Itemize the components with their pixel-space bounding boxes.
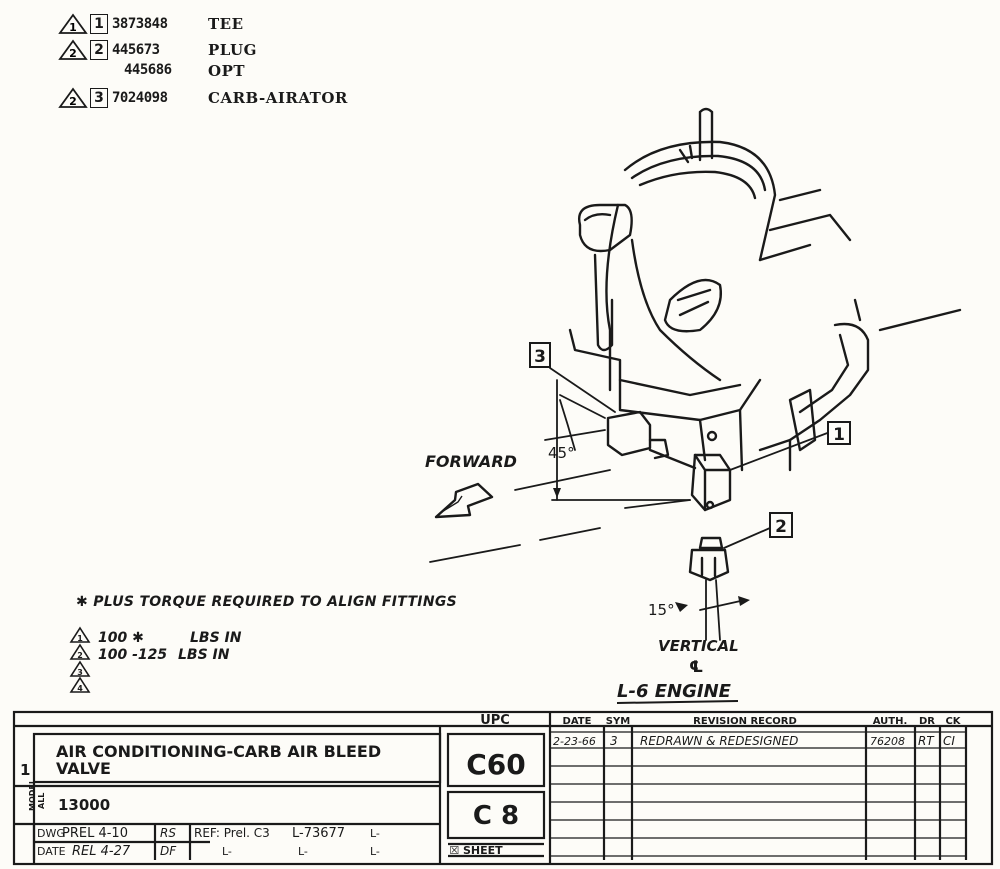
model-label: MODEL: [28, 779, 37, 811]
date-initials: DF: [160, 844, 177, 858]
parts-row-2: 2 2 445673: [58, 38, 160, 62]
svg-text:1: 1: [77, 634, 83, 643]
section-number: 1: [20, 761, 30, 779]
carburetor-diagram: 3 1 2 FORWARD 45° 15° VERTICAL ℄ L-6 ENG…: [425, 107, 962, 704]
model-all: ALL: [37, 793, 46, 809]
rev-ck: CI: [943, 734, 955, 748]
parts-row-1: 1 1 3873848: [58, 12, 168, 36]
item-number-box: 2: [90, 40, 108, 60]
date-label: DATE: [37, 845, 66, 858]
rev-sym-header: SYM: [606, 716, 630, 727]
svg-text:L-: L-: [298, 845, 308, 858]
forward-arrow-icon: [434, 482, 494, 519]
rev-sym: 3: [610, 734, 618, 748]
dwg-initials: RS: [160, 826, 176, 840]
drawing-title-line2: VALVE: [56, 759, 111, 778]
rev-dr: RT: [918, 734, 935, 748]
revision-triangle-icon: 1: [58, 13, 88, 34]
part-number: 7024098: [112, 90, 168, 106]
part-number: 445673: [112, 42, 160, 58]
c-value: C 8: [473, 801, 519, 831]
upc-header: UPC: [480, 713, 510, 728]
torque-note: ✱ PLUS TORQUE REQUIRED TO ALIGN FITTINGS: [76, 594, 458, 610]
forward-label: FORWARD: [425, 452, 517, 471]
upc-value: C60: [466, 748, 526, 781]
part-name: PLUG: [208, 41, 257, 59]
rev-date-header: DATE: [563, 716, 592, 727]
parts-row-3: 2 3 7024098: [58, 86, 168, 110]
part-number: 3873848: [112, 16, 168, 32]
centerline-symbol: ℄: [689, 657, 703, 676]
callout-1: 1: [833, 425, 845, 445]
callout-2: 2: [775, 517, 787, 537]
dwg-value: PREL 4-10: [62, 826, 128, 841]
svg-text:2: 2: [77, 651, 83, 660]
svg-text:4: 4: [77, 684, 83, 693]
revision-triangle-icon: 2: [58, 87, 88, 108]
revision-triangle-icon: 2: [58, 39, 88, 60]
engine-label: L-6 ENGINE: [617, 681, 732, 702]
callout-3: 3: [534, 347, 546, 367]
torque-value: 100 -125: [98, 647, 167, 663]
item-number-box: 1: [90, 14, 108, 34]
alt-part-name: OPT: [208, 62, 246, 80]
rev-auth-header: AUTH.: [873, 716, 908, 727]
rev-auth: 76208: [870, 735, 905, 748]
torque-unit: LBS IN: [178, 647, 230, 663]
svg-text:L-: L-: [222, 845, 232, 858]
part-name: TEE: [208, 15, 244, 33]
drawing-title-line1: AIR CONDITIONING-CARB AIR BLEED: [56, 742, 381, 761]
angle-45-label: 45°: [548, 444, 575, 462]
alt-part-number: 445686: [124, 62, 172, 78]
svg-text:L-: L-: [370, 827, 380, 840]
rev-dr-header: DR: [919, 716, 935, 727]
title-block: UPC DATE SYM REVISION RECORD AUTH. DR CK…: [12, 710, 994, 866]
rev-record: REDRAWN & REDESIGNED: [640, 734, 798, 748]
part-name: CARB-AIRATOR: [208, 89, 348, 107]
torque-value: 100 ✱: [98, 630, 144, 646]
vertical-label: VERTICAL: [658, 637, 739, 655]
svg-text:2: 2: [69, 95, 77, 108]
dwg-label: DWG: [37, 827, 65, 840]
torque-spec-list: 1 2 3 4 100 ✱ LBS IN 100 -125 LBS IN: [69, 626, 242, 693]
ref-label: REF: Prel. C3: [194, 826, 270, 840]
rev-ck-header: CK: [945, 716, 961, 727]
svg-text:1: 1: [69, 21, 77, 34]
angle-15-label: 15°: [648, 601, 675, 619]
svg-text:L-: L-: [370, 845, 380, 858]
model-number: 13000: [58, 796, 110, 814]
date-value: REL 4-27: [72, 844, 131, 859]
item-number-box: 3: [90, 88, 108, 108]
rev-record-header: REVISION RECORD: [693, 716, 797, 727]
ref-number: L-73677: [292, 826, 345, 841]
svg-text:3: 3: [77, 668, 83, 677]
torque-unit: LBS IN: [190, 630, 242, 646]
sheet-label: ☒ SHEET: [449, 844, 503, 857]
rev-date: 2-23-66: [553, 735, 596, 748]
svg-text:2: 2: [69, 47, 77, 60]
